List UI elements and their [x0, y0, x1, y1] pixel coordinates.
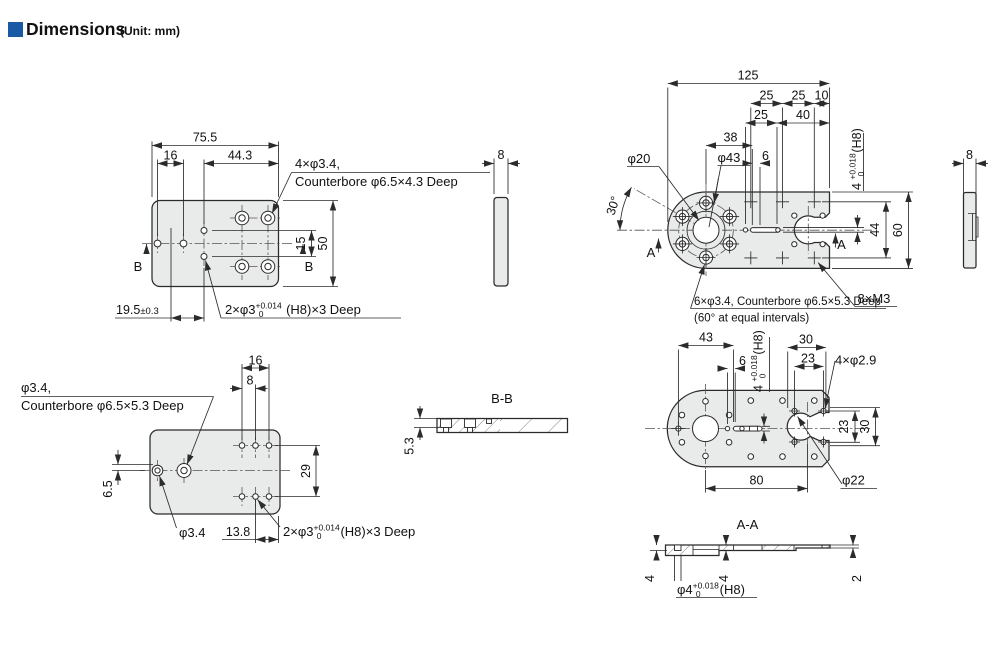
dim-13-8: 13.8 — [226, 525, 250, 539]
dim-6: 6 — [762, 149, 769, 163]
dim-23-top: 23 — [801, 352, 815, 366]
dim-29: 29 — [299, 464, 313, 478]
dim-15: 15 — [294, 237, 308, 251]
dim-43: 43 — [699, 331, 713, 345]
m3-label: 8×M3 — [858, 291, 891, 306]
section-a-right: A — [837, 237, 846, 252]
dim-4-mid: 4 — [717, 575, 731, 582]
slot-4h8-label: 4 +0.0180(H8) — [749, 330, 768, 392]
dim-50: 50 — [316, 237, 330, 251]
dim-10: 10 — [815, 89, 829, 103]
drawing-plate2-top-view: 125 25 25 10 25 40 38 φ20 φ43 6 4 +0.018… — [604, 69, 988, 325]
dim-23-right: 23 — [837, 420, 851, 434]
section-title: A-A — [737, 517, 759, 532]
dim-8-side: 8 — [966, 148, 973, 162]
dim-75-5: 75.5 — [193, 131, 217, 145]
dim-30-right: 30 — [858, 420, 872, 434]
header-accent-square — [8, 22, 23, 37]
m3-tap-marks — [744, 195, 821, 265]
dim-5-3: 5.3 — [403, 437, 417, 454]
dim-44-3: 44.3 — [228, 149, 252, 163]
slot-4h8-label: 4 +0.0180(H8) — [848, 128, 867, 190]
plate2-side-view — [962, 191, 979, 269]
header: Dimensions (Unit: mm) — [8, 19, 180, 39]
dim-4-left: 4 — [643, 575, 657, 582]
counterbore-label-line1: 4×φ3.4, — [295, 156, 340, 171]
phi43-label: φ43 — [718, 150, 741, 165]
dim-6: 6 — [739, 354, 746, 368]
dim-60: 60 — [891, 223, 905, 237]
dim-16: 16 — [164, 149, 178, 163]
dim-8-side: 8 — [498, 148, 505, 162]
cb-label-line1: φ3.4, — [21, 380, 51, 395]
dim-40: 40 — [796, 108, 810, 122]
phi22-label: φ22 — [842, 473, 865, 488]
bolt-circle-holes — [672, 193, 740, 267]
dim-80: 80 — [750, 474, 764, 488]
dim-25a: 25 — [760, 89, 774, 103]
counterbore-holes — [234, 210, 276, 274]
dim-30-top: 30 — [799, 333, 813, 347]
section-b-b: B-B 5.3 — [403, 391, 569, 455]
dim-19-5: 19.5±0.3 — [116, 303, 159, 317]
dim-38: 38 — [724, 131, 738, 145]
dim-2: 2 — [850, 575, 864, 582]
phi29-holes — [789, 405, 829, 448]
dim-125: 125 — [738, 69, 759, 83]
drawing-plate1-bottom-view: φ3.4, Counterbore φ6.5×5.3 Deep 16 8 29 … — [21, 354, 415, 543]
page-title: Dimensions — [26, 19, 125, 39]
through-holes — [678, 397, 818, 460]
phi-3-4-label: φ3.4 — [179, 525, 206, 540]
dim-44: 44 — [868, 223, 882, 237]
dim-6-5: 6.5 — [101, 480, 115, 497]
unit-note: (Unit: mm) — [120, 24, 180, 38]
section-b-left: B — [134, 259, 143, 274]
drawing-plate2-bottom-view: 43 6 4 +0.0180(H8) 30 23 4×φ2.9 23 30 80… — [645, 330, 880, 493]
phi20-label: φ20 — [628, 151, 651, 166]
dim-25c: 25 — [754, 108, 768, 122]
dim-25b: 25 — [792, 89, 806, 103]
dim-30-deg: 30° — [604, 195, 623, 217]
drawing-plate1-top-view: 75.5 16 44.3 4×φ3.4, Counterbore φ6.5×4.… — [115, 131, 520, 322]
section-title: B-B — [491, 391, 513, 406]
cb-label-line1: 6×φ3.4, Counterbore φ6.5×5.3 Deep — [694, 296, 881, 308]
cb-label-line2: Counterbore φ6.5×5.3 Deep — [21, 398, 184, 413]
plate1-side-view — [493, 196, 509, 287]
section-a-left: A — [647, 245, 656, 260]
phi-2-9-label: 4×φ2.9 — [835, 353, 876, 368]
cb-label-line2: (60° at equal intervals) — [694, 313, 809, 325]
dim-8: 8 — [247, 374, 254, 388]
counterbore-label-line2: Counterbore φ6.5×4.3 Deep — [295, 174, 458, 189]
dim-16: 16 — [249, 354, 263, 368]
section-b-right: B — [305, 259, 314, 274]
